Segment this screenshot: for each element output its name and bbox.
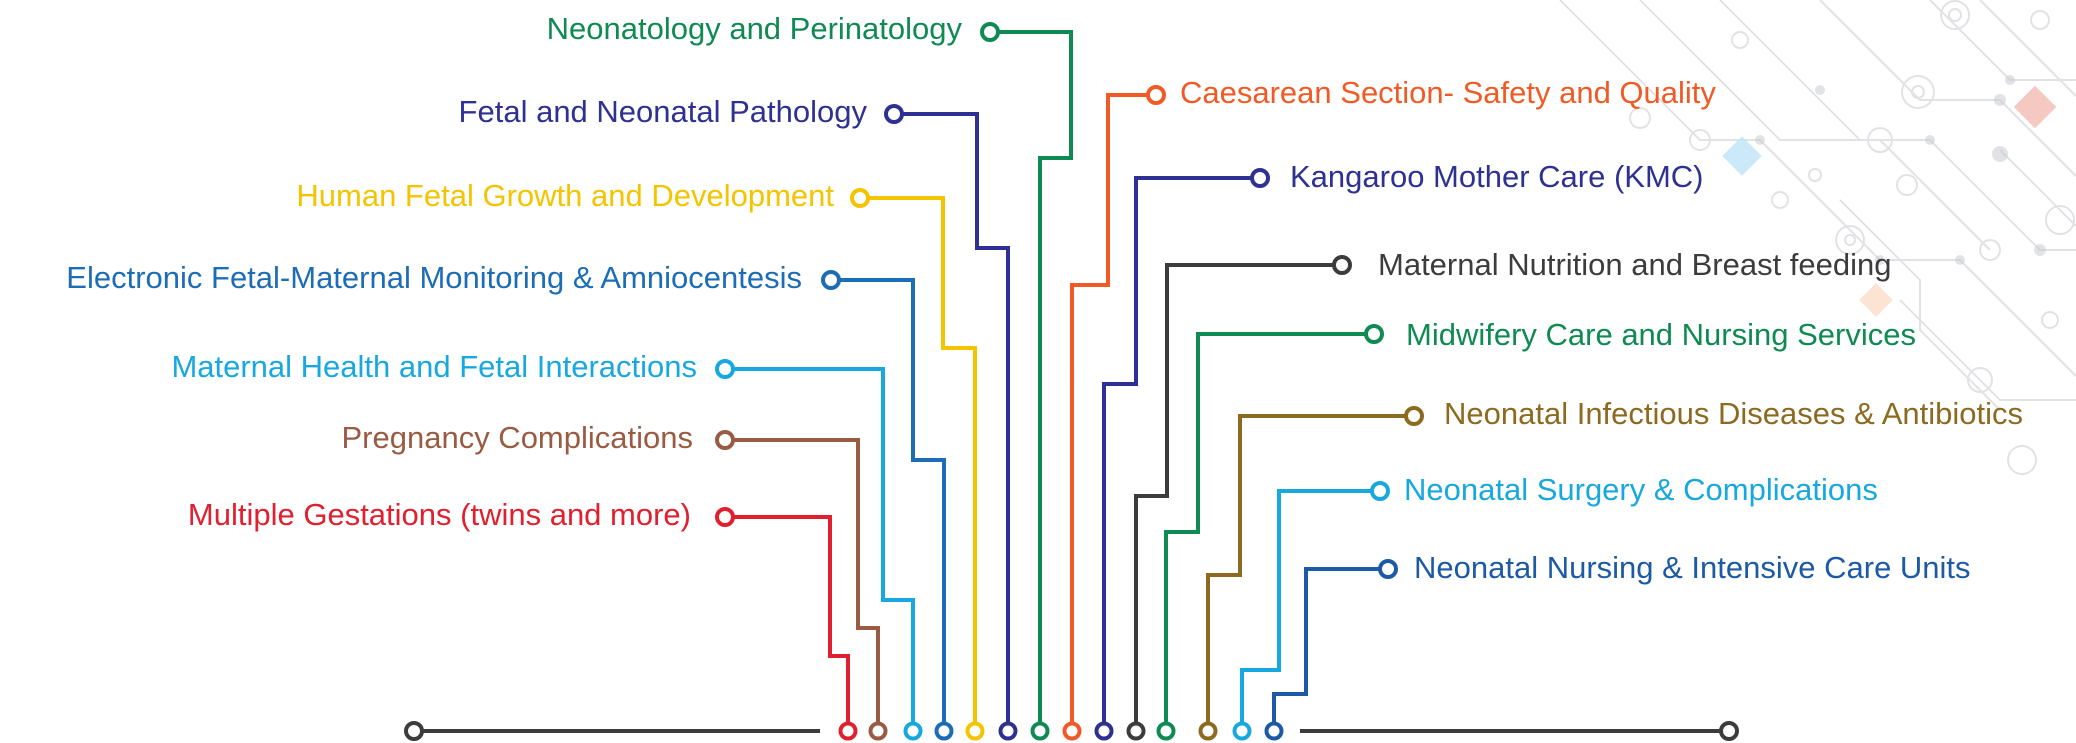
- connector-nutrition: [1134, 263, 1334, 731]
- connector-fetal-growth: [868, 196, 977, 731]
- topic-label-midwifery: Midwifery Care and Nursing Services: [1406, 317, 1916, 352]
- connector-nursing-icu: [1272, 567, 1380, 731]
- baseline-node-multiple-gestations: [838, 721, 858, 741]
- topic-label-nursing-icu: Neonatal Nursing & Intensive Care Units: [1414, 550, 1971, 585]
- connector-multiple-gestations: [733, 515, 850, 731]
- topic-labels: Neonatology and Perinatology Fetal and N…: [66, 11, 2023, 585]
- baseline-node-kangaroo: [1094, 721, 1114, 741]
- baseline-node-maternal-health: [903, 721, 923, 741]
- baseline-node-neonatology: [1030, 721, 1050, 741]
- baseline-node-midwifery: [1156, 721, 1176, 741]
- connector-pregnancy-complications: [733, 438, 880, 731]
- baseline: [404, 721, 1739, 741]
- end-node-nursing-icu: [1378, 559, 1398, 579]
- topic-label-infectious: Neonatal Infectious Diseases & Antibioti…: [1444, 396, 2023, 431]
- topic-label-neonatology: Neonatology and Perinatology: [547, 11, 963, 46]
- baseline-node-nutrition: [1126, 721, 1146, 741]
- end-node-multiple-gestations: [715, 507, 735, 527]
- connectors: [733, 30, 1406, 731]
- circuit-background-dots: [1755, 75, 2046, 265]
- connector-surgery: [1240, 489, 1372, 731]
- topic-label-surgery: Neonatal Surgery & Complications: [1404, 472, 1878, 507]
- end-node-midwifery: [1364, 324, 1384, 344]
- topic-label-maternal-health: Maternal Health and Fetal Interactions: [171, 349, 697, 384]
- baseline-node-pregnancy-complications: [868, 721, 888, 741]
- baseline-node-fetal-growth: [965, 721, 985, 741]
- baseline-node-nursing-icu: [1264, 721, 1284, 741]
- topic-label-fetal-neonatal-pathology: Fetal and Neonatal Pathology: [459, 94, 868, 129]
- connector-kangaroo: [1102, 176, 1252, 731]
- baseline-node-fetal-monitoring: [934, 721, 954, 741]
- connector-fetal-monitoring: [839, 278, 946, 731]
- topic-label-caesarean: Caesarean Section- Safety and Quality: [1180, 75, 1716, 110]
- connector-midwifery: [1164, 332, 1366, 731]
- topic-label-fetal-monitoring: Electronic Fetal-Maternal Monitoring & A…: [66, 260, 802, 295]
- baseline-nodes: [838, 721, 1284, 741]
- topic-label-multiple-gestations: Multiple Gestations (twins and more): [188, 497, 691, 532]
- connector-neonatology: [990, 30, 1073, 731]
- end-node-fetal-neonatal-pathology: [884, 104, 904, 124]
- connector-maternal-health: [733, 367, 915, 731]
- connector-infectious: [1206, 414, 1406, 731]
- baseline-right-end-dot: [1719, 721, 1739, 741]
- end-node-pregnancy-complications: [715, 430, 735, 450]
- topic-label-pregnancy-complications: Pregnancy Complications: [341, 420, 693, 455]
- topic-label-nutrition: Maternal Nutrition and Breast feeding: [1378, 247, 1892, 282]
- end-node-fetal-growth: [850, 188, 870, 208]
- end-node-infectious: [1404, 406, 1424, 426]
- end-node-nutrition: [1332, 255, 1352, 275]
- baseline-node-fetal-neonatal-pathology: [998, 721, 1018, 741]
- baseline-node-caesarean: [1062, 721, 1082, 741]
- label-end-nodes: [715, 22, 1424, 579]
- end-node-kangaroo: [1250, 168, 1270, 188]
- end-node-neonatology: [980, 22, 1000, 42]
- topic-label-fetal-growth: Human Fetal Growth and Development: [296, 178, 834, 213]
- topic-label-kangaroo: Kangaroo Mother Care (KMC): [1290, 159, 1704, 194]
- connector-caesarean: [1070, 93, 1148, 731]
- connector-fetal-neonatal-pathology: [902, 112, 1010, 731]
- end-node-maternal-health: [715, 359, 735, 379]
- baseline-node-surgery: [1232, 721, 1252, 741]
- end-node-caesarean: [1146, 85, 1166, 105]
- baseline-node-infectious: [1198, 721, 1218, 741]
- end-node-fetal-monitoring: [821, 270, 841, 290]
- end-node-surgery: [1370, 481, 1390, 501]
- baseline-left-end-dot: [404, 721, 424, 741]
